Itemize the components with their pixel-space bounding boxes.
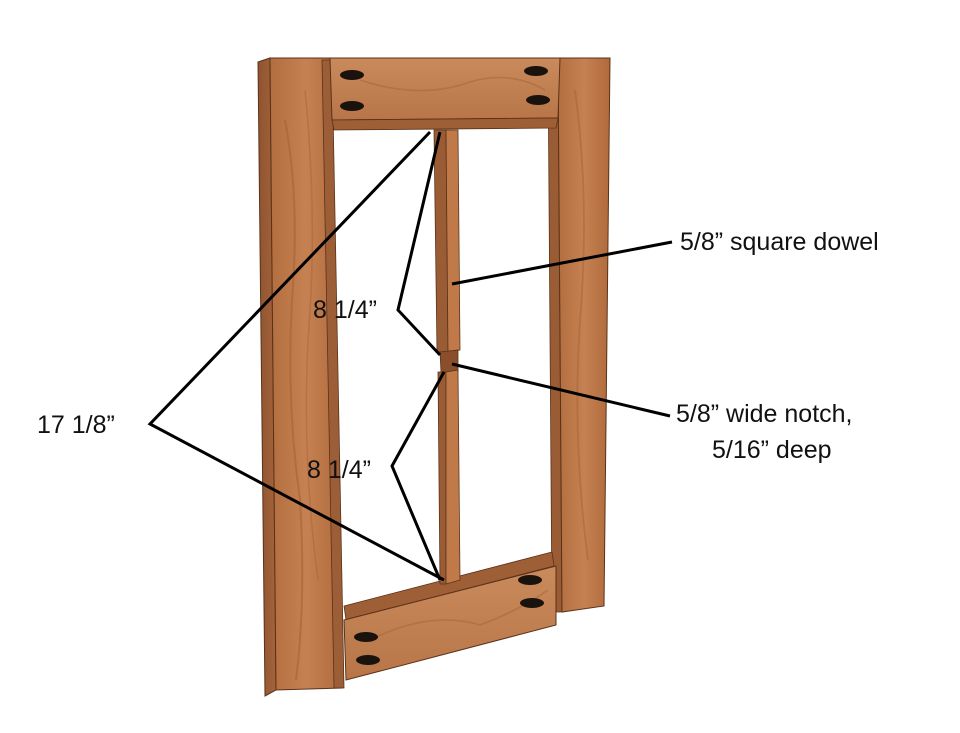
overall-height-label: 17 1/8” [37, 411, 115, 439]
dowel-leader [451, 240, 673, 286]
notch-leader [451, 362, 671, 418]
pocket-hole-icon [340, 70, 364, 80]
lower-segment-label: 8 1/4” [307, 456, 371, 484]
pocket-hole-icon [340, 101, 364, 111]
pocket-hole-icon [518, 575, 542, 585]
pocket-hole-icon [354, 632, 378, 642]
pocket-hole-icon [520, 598, 544, 608]
pocket-hole-icon [356, 655, 380, 665]
overall-height-leader [147, 130, 445, 582]
pocket-hole-icon [524, 66, 548, 76]
upper-segment-label: 8 1/4” [313, 296, 377, 324]
notch-label-line1: 5/8” wide notch, [676, 400, 853, 428]
left-stile [257, 57, 345, 697]
bottom-rail [343, 551, 557, 681]
upper-segment-leader [396, 131, 442, 357]
right-stile [547, 57, 611, 613]
top-rail [329, 57, 561, 131]
square-dowel [433, 129, 461, 585]
pocket-hole-icon [526, 95, 550, 105]
lower-segment-leader [390, 371, 446, 581]
dowel-label: 5/8” square dowel [680, 228, 879, 256]
notch-label-line2: 5/16” deep [712, 436, 832, 464]
leader-lines [147, 130, 673, 582]
